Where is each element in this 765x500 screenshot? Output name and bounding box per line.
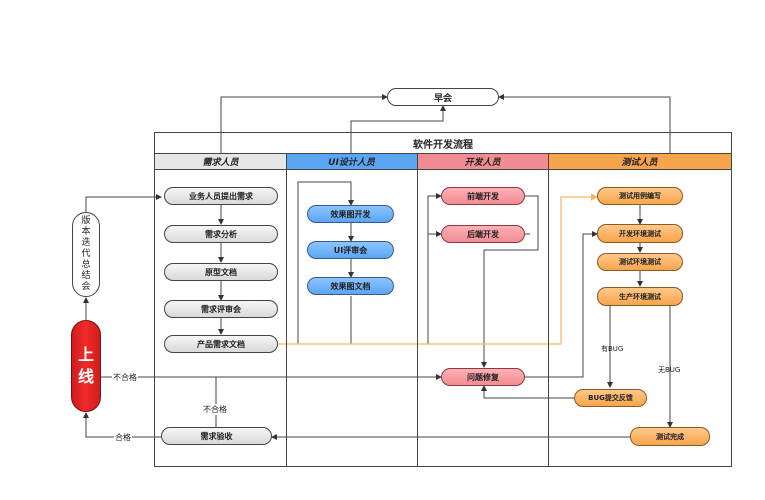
label-no-bug: 无BUG (658, 366, 681, 374)
node-business-request: 业务人员提出需求 (164, 187, 278, 205)
node-prototype-doc: 原型文档 (164, 263, 278, 281)
node-dev-env-test: 开发环境测试 (597, 224, 683, 243)
lane-ui-header: UI设计人员 (286, 154, 417, 170)
lane-requirement-header: 需求人员 (155, 154, 286, 170)
node-frontend-dev: 前端开发 (441, 187, 525, 205)
lane-divider (417, 154, 418, 467)
node-bug-report: BUG提交反馈 (574, 389, 647, 407)
process-title: 软件开发流程 (155, 133, 731, 154)
node-mockup-dev: 效果图开发 (307, 205, 394, 223)
lane-divider (286, 154, 287, 467)
node-requirement-review: 需求评审会 (164, 300, 278, 318)
label-pass: 合格 (114, 432, 132, 443)
node-requirement-analysis: 需求分析 (164, 225, 278, 243)
node-mockup-doc: 效果图文档 (307, 277, 394, 295)
label-fail-left: 不合格 (112, 372, 138, 383)
label-fail-acceptance: 不合格 (202, 404, 228, 415)
node-prod-env-test: 生产环境测试 (597, 287, 683, 306)
morning-meeting-node: 早会 (387, 88, 499, 106)
node-backend-dev: 后端开发 (441, 225, 525, 243)
node-launch: 上线 (71, 320, 101, 412)
node-ui-review: UI评审会 (307, 241, 394, 259)
node-acceptance: 需求验收 (161, 427, 272, 445)
lane-test-header: 测试人员 (548, 154, 731, 170)
node-test-complete: 测试完成 (630, 427, 710, 446)
lane-dev-header: 开发人员 (417, 154, 548, 170)
node-bugfix: 问题修复 (441, 368, 525, 386)
node-test-env-test: 测试环境测试 (597, 253, 683, 271)
process-frame (154, 132, 732, 467)
label-has-bug: 有BUG (601, 345, 624, 353)
node-product-doc: 产品需求文档 (164, 335, 278, 353)
launch-label: 上线 (77, 345, 94, 386)
node-test-cases: 测试用例编写 (597, 187, 683, 205)
lane-divider (548, 154, 549, 467)
node-version-review: 版本迭代总结会 (72, 212, 100, 297)
version-review-label: 版本迭代总结会 (81, 216, 91, 292)
